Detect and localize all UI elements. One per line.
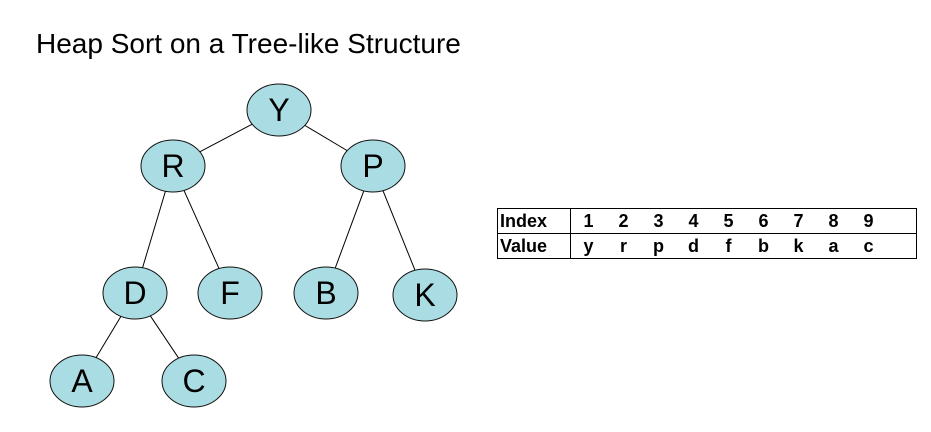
index-cell-5: 5 <box>711 208 746 234</box>
node-label: F <box>220 275 240 311</box>
index-cell-2: 2 <box>606 208 641 234</box>
node-label: Y <box>268 92 289 128</box>
node-circle <box>140 139 206 193</box>
index-cell-9: 9 <box>851 208 886 234</box>
index-cell-4: 4 <box>676 208 711 234</box>
tree-node-K: K <box>392 268 458 322</box>
edge-D-C <box>149 315 180 359</box>
value-cell-6: b <box>746 233 781 259</box>
index-cell-3: 3 <box>641 208 676 234</box>
page-title: Heap Sort on a Tree-like Structure <box>36 28 461 59</box>
edge-P-K <box>382 190 416 271</box>
edge-Y-P <box>304 124 348 152</box>
value-header: Value <box>497 233 571 259</box>
value-cell-4: d <box>676 233 711 259</box>
node-circle <box>293 266 359 320</box>
node-label: C <box>182 363 205 399</box>
index-header: Index <box>497 208 571 234</box>
value-cell-7: k <box>781 233 816 259</box>
tree-node-B: B <box>293 266 359 320</box>
node-circle <box>161 354 227 408</box>
tree-node-D: D <box>102 266 168 320</box>
value-cell-9: c <box>851 233 886 259</box>
node-circle <box>102 266 168 320</box>
value-cell-2: r <box>606 233 641 259</box>
node-label: D <box>123 275 146 311</box>
edge-R-D <box>142 191 166 268</box>
node-circle <box>246 83 312 137</box>
node-label: B <box>315 275 336 311</box>
node-circle <box>340 139 406 193</box>
edge-Y-R <box>199 123 253 153</box>
tree-node-F: F <box>197 266 263 320</box>
tree-node-A: A <box>49 354 115 408</box>
value-cell-5: f <box>711 233 746 259</box>
index-cell-1: 1 <box>570 208 606 234</box>
value-row-end <box>886 233 917 259</box>
node-label: K <box>414 277 435 313</box>
node-label: P <box>362 148 383 184</box>
tree-node-R: R <box>140 139 206 193</box>
index-cell-7: 7 <box>781 208 816 234</box>
index-cell-6: 6 <box>746 208 781 234</box>
value-cell-3: p <box>641 233 676 259</box>
value-cell-1: y <box>570 233 606 259</box>
node-label: A <box>71 363 93 399</box>
index-cell-8: 8 <box>816 208 851 234</box>
tree-node-P: P <box>340 139 406 193</box>
node-circle <box>197 266 263 320</box>
node-circle <box>392 268 458 322</box>
index-row-end <box>886 208 917 234</box>
value-cell-8: a <box>816 233 851 259</box>
tree-node-C: C <box>161 354 227 408</box>
edge-P-B <box>334 190 365 269</box>
node-label: R <box>161 148 184 184</box>
node-circle <box>49 354 115 408</box>
tree-node-Y: Y <box>246 83 312 137</box>
edge-D-A <box>95 316 122 358</box>
edge-R-F <box>183 190 220 269</box>
